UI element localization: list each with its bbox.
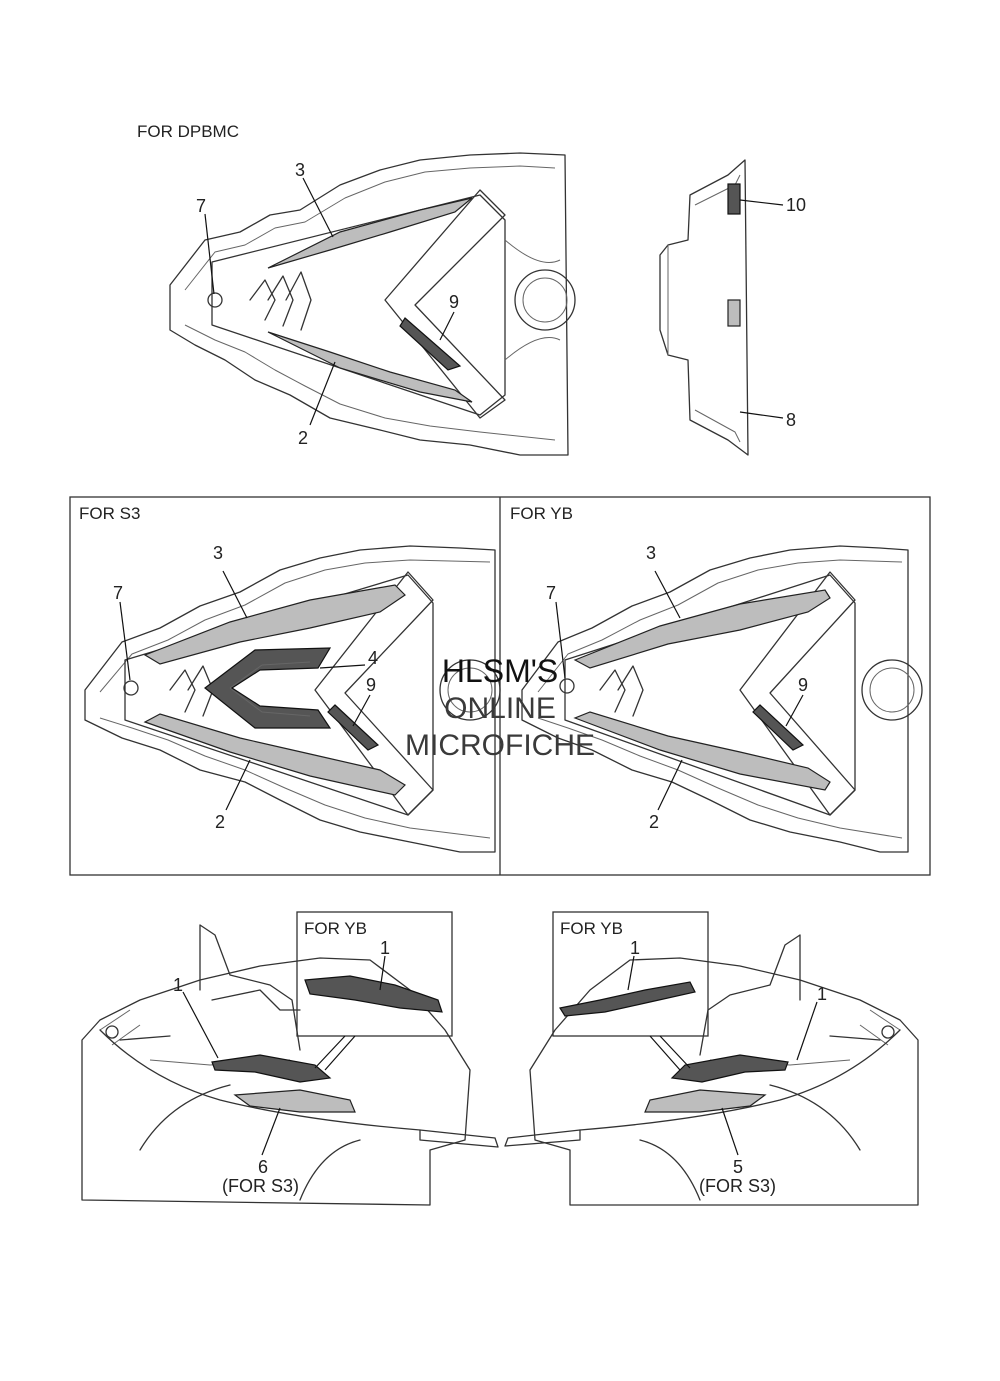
section-panels: FOR S3 3 7	[69, 496, 931, 876]
callout-5: 5	[733, 1157, 743, 1177]
callout-7-yb: 7	[546, 583, 556, 603]
for-s3-label-left: (FOR S3)	[222, 1176, 299, 1196]
callout-7-s3: 7	[113, 583, 123, 603]
rear-panel-view	[659, 159, 784, 456]
callout-8: 8	[786, 410, 796, 430]
callout-1-inset-left: 1	[380, 938, 390, 958]
inset-frame-right	[552, 911, 709, 1037]
callout-1-inset-right: 1	[630, 938, 640, 958]
hood-side-view-right	[504, 934, 919, 1206]
for-s3-label-right: (FOR S3)	[699, 1176, 776, 1196]
callout-9-s3: 9	[366, 675, 376, 695]
callout-3-s3: 3	[213, 543, 223, 563]
watermark: HLSM'S ONLINE MICROFICHE	[405, 653, 595, 762]
heading-yb-inset-right: FOR YB	[560, 919, 623, 938]
inset-decal-left	[304, 975, 443, 1013]
callout-2-s3: 2	[215, 812, 225, 832]
callout-7-dpbmc: 7	[196, 196, 206, 216]
heading-yb-panel: FOR YB	[510, 504, 573, 523]
callout-2-yb: 2	[649, 812, 659, 832]
watermark-line2: ONLINE	[444, 692, 556, 725]
watermark-line3: MICROFICHE	[405, 729, 595, 762]
inset-frame-left	[296, 911, 453, 1037]
section-side-views: 1 6 (FOR S3) FOR YB 1 1 5 (FOR S3)	[81, 911, 919, 1206]
hood-top-view-dpbmc	[169, 152, 576, 456]
heading-s3: FOR S3	[79, 504, 140, 523]
heading-yb-inset-left: FOR YB	[304, 919, 367, 938]
callout-9-yb: 9	[798, 675, 808, 695]
callout-1-right: 1	[817, 984, 827, 1004]
callout-6: 6	[258, 1157, 268, 1177]
heading-dpbmc: FOR DPBMC	[137, 122, 239, 141]
hood-top-view-s3	[84, 545, 501, 853]
section-dpbmc: FOR DPBMC	[137, 122, 806, 456]
callout-1-left: 1	[173, 975, 183, 995]
callout-9-dpbmc: 9	[449, 292, 459, 312]
callout-2-dpbmc: 2	[298, 428, 308, 448]
callout-3-yb: 3	[646, 543, 656, 563]
callout-3-dpbmc: 3	[295, 160, 305, 180]
hood-side-view-left	[81, 924, 499, 1206]
callout-4: 4	[368, 648, 378, 668]
watermark-line1: HLSM'S	[442, 653, 558, 689]
hood-top-view-yb	[521, 545, 923, 853]
inset-decal-right	[559, 981, 696, 1017]
callout-10: 10	[786, 195, 806, 215]
